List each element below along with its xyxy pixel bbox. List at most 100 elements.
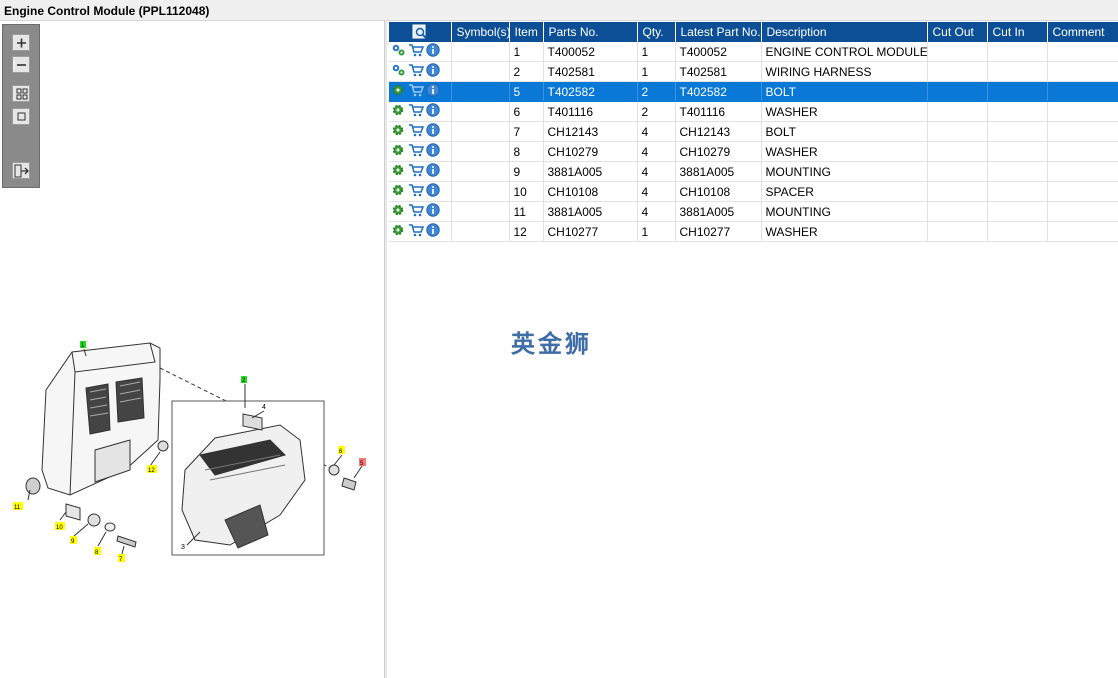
column-header-cut-in[interactable]: Cut In (987, 22, 1048, 42)
add-to-cart-icon[interactable] (408, 63, 425, 80)
column-header-cut-out[interactable]: Cut Out (927, 22, 988, 42)
item-cell: 8 (509, 141, 544, 162)
row-actions-cell (389, 201, 452, 222)
export-button[interactable] (12, 162, 30, 179)
add-to-cart-icon[interactable] (408, 143, 425, 160)
add-to-cart-icon[interactable] (408, 103, 425, 120)
symbols-cell (451, 161, 510, 182)
zoom-out-icon (13, 61, 26, 69)
qty-cell: 1 (637, 221, 676, 242)
info-icon[interactable] (426, 103, 440, 120)
info-icon[interactable] (426, 83, 440, 100)
assembly-gears-icon[interactable] (391, 43, 406, 60)
cut-in-cell (987, 221, 1048, 242)
item-cell: 9 (509, 161, 544, 182)
info-icon[interactable] (426, 183, 440, 200)
part-gear-icon[interactable] (391, 183, 406, 200)
callout-10[interactable] (55, 522, 65, 530)
assembly-gears-icon[interactable] (391, 63, 406, 80)
description-cell: BOLT (761, 121, 928, 142)
symbols-cell (451, 141, 510, 162)
latest-part-no-cell: 3881A005 (675, 161, 762, 182)
add-to-cart-icon[interactable] (408, 223, 425, 240)
column-header-comment[interactable]: Comment (1047, 22, 1118, 42)
description-cell: WIRING HARNESS (761, 61, 928, 82)
symbols-cell (451, 121, 510, 142)
callout-2[interactable] (241, 376, 247, 383)
description-cell: SPACER (761, 181, 928, 202)
callout-8[interactable] (94, 547, 101, 555)
info-icon[interactable] (426, 223, 440, 240)
part-gear-icon[interactable] (391, 83, 406, 100)
comment-cell (1047, 161, 1118, 182)
table-header-row: Symbol(s) Item Parts No. Qty. Latest Par… (389, 22, 1118, 42)
info-icon[interactable] (426, 43, 440, 60)
add-to-cart-icon[interactable] (408, 83, 425, 100)
callout-1[interactable] (80, 341, 86, 348)
item-cell: 7 (509, 121, 544, 142)
part-gear-icon[interactable] (391, 163, 406, 180)
callout-12[interactable] (147, 465, 157, 473)
callout-11[interactable] (13, 502, 23, 510)
callout-6[interactable] (338, 446, 345, 454)
drawing-pane[interactable] (0, 21, 384, 678)
actual-size-button[interactable] (12, 108, 30, 125)
callout-label-3[interactable]: 3 (181, 544, 185, 551)
latest-part-no-cell: CH10279 (675, 141, 762, 162)
add-to-cart-icon[interactable] (408, 163, 425, 180)
description-cell: ENGINE CONTROL MODULE (761, 42, 928, 62)
info-icon[interactable] (426, 123, 440, 140)
column-header-latest-part-no[interactable]: Latest Part No. (675, 22, 762, 42)
exploded-parts-drawing[interactable]: 1 2 3 4 5 6 7 8 9 10 11 12 (0, 21, 384, 678)
symbols-cell (451, 201, 510, 222)
callout-label-6: 6 (339, 449, 343, 455)
part-gear-icon[interactable] (391, 143, 406, 160)
column-header-item[interactable]: Item (509, 22, 544, 42)
description-cell: WASHER (761, 141, 928, 162)
cut-out-cell (927, 181, 988, 202)
qty-cell: 1 (637, 42, 676, 62)
add-to-cart-icon[interactable] (408, 203, 425, 220)
zoom-out-button[interactable] (12, 56, 30, 73)
column-header-part-no[interactable]: Parts No. (543, 22, 638, 42)
callout-5[interactable] (359, 458, 366, 466)
info-icon[interactable] (426, 163, 440, 180)
cut-out-cell (927, 141, 988, 162)
item-cell: 5 (509, 81, 544, 102)
part-gear-icon[interactable] (391, 103, 406, 120)
fit-all-button[interactable] (12, 85, 30, 102)
pane-splitter[interactable] (384, 21, 387, 678)
add-to-cart-icon[interactable] (408, 183, 425, 200)
column-header-description[interactable]: Description (761, 22, 928, 42)
callout-9[interactable] (70, 536, 77, 544)
callout-label-4[interactable]: 4 (262, 404, 266, 411)
info-icon[interactable] (426, 143, 440, 160)
part-gear-icon[interactable] (391, 203, 406, 220)
add-to-cart-icon[interactable] (408, 43, 425, 60)
part-gear-icon[interactable] (391, 123, 406, 140)
column-header-icons[interactable] (389, 22, 452, 42)
add-to-cart-icon[interactable] (408, 123, 425, 140)
part-gear-icon[interactable] (391, 223, 406, 240)
part-no-cell: T402582 (543, 81, 638, 102)
column-header-qty[interactable]: Qty. (637, 22, 676, 42)
info-icon[interactable] (426, 63, 440, 80)
zoom-in-button[interactable] (12, 34, 30, 51)
callout-label-10: 10 (56, 525, 63, 531)
info-icon[interactable] (426, 203, 440, 220)
symbols-cell (451, 61, 510, 82)
part-no-cell: 3881A005 (543, 201, 638, 222)
column-header-symbols[interactable]: Symbol(s) (451, 22, 510, 42)
row-actions-cell (389, 121, 452, 142)
callout-7[interactable] (118, 554, 125, 562)
